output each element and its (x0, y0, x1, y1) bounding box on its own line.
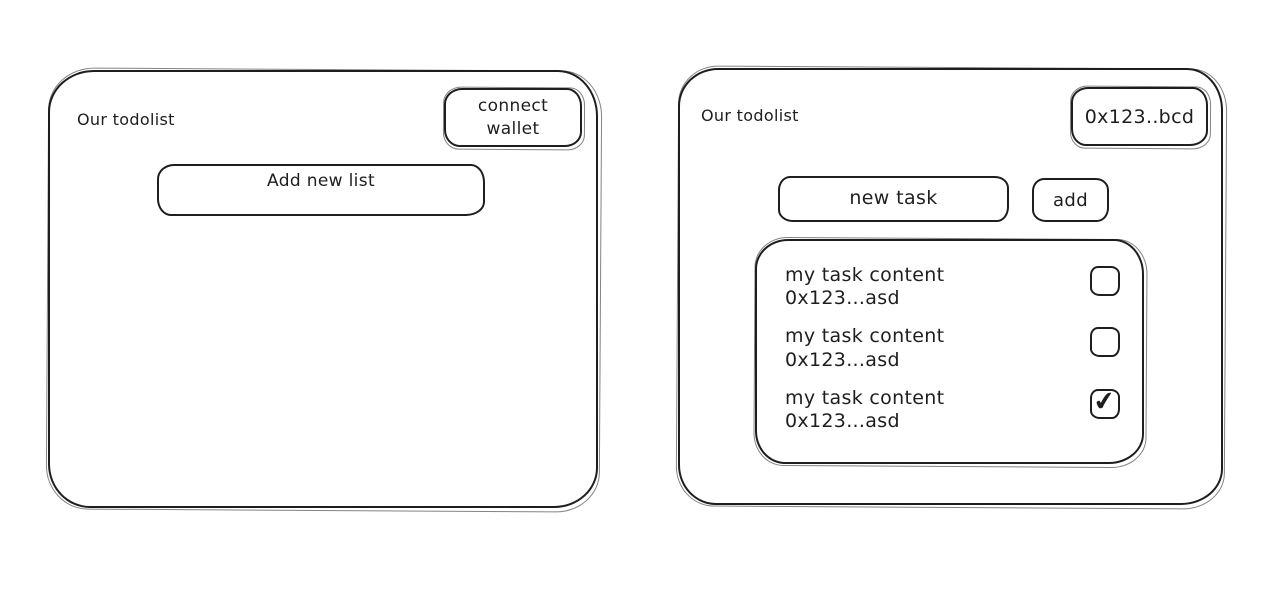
todolist-panel-disconnected: Our todolist connect wallet (48, 70, 598, 508)
task-address: 0x123...asd (785, 287, 900, 310)
connect-wallet-label-line1: connect (477, 95, 549, 116)
task-content: my task content (785, 264, 945, 286)
task-text: my task content 0x123...asd (785, 325, 944, 371)
new-task-input[interactable] (778, 176, 1009, 222)
task-content: my task content (785, 386, 945, 409)
task-content: my task content (785, 325, 945, 348)
task-checkbox[interactable]: ✔ (1090, 327, 1120, 358)
todolist-panel-connected: Our todolist 0x123..bcd add my task cont… (678, 68, 1223, 505)
task-list: my task content 0x123...asd ✔ my task co… (755, 239, 1144, 464)
task-checkbox[interactable]: ✔ (1090, 266, 1120, 296)
wallet-address-badge[interactable]: 0x123..bcd (1071, 87, 1208, 146)
task-address: 0x123...asd (785, 409, 900, 432)
task-item: my task content 0x123...asd ✔ (785, 264, 1126, 310)
page-title: Our todolist (701, 106, 799, 125)
task-address: 0x123...asd (785, 348, 900, 371)
check-icon: ✔ (1091, 385, 1118, 419)
task-item: my task content 0x123...asd ✔ (785, 385, 1126, 433)
task-checkbox[interactable]: ✔ (1090, 385, 1120, 419)
add-new-list-input[interactable] (157, 164, 485, 216)
task-text: my task content 0x123...asd (785, 387, 944, 433)
page-title: Our todolist (77, 110, 175, 129)
task-text: my task content 0x123...asd (785, 264, 944, 310)
add-task-button[interactable]: add (1032, 178, 1109, 222)
connect-wallet-label-line2: wallet (486, 118, 540, 139)
connect-wallet-button[interactable]: connect wallet (444, 88, 582, 147)
task-item: my task content 0x123...asd ✔ (785, 325, 1126, 371)
